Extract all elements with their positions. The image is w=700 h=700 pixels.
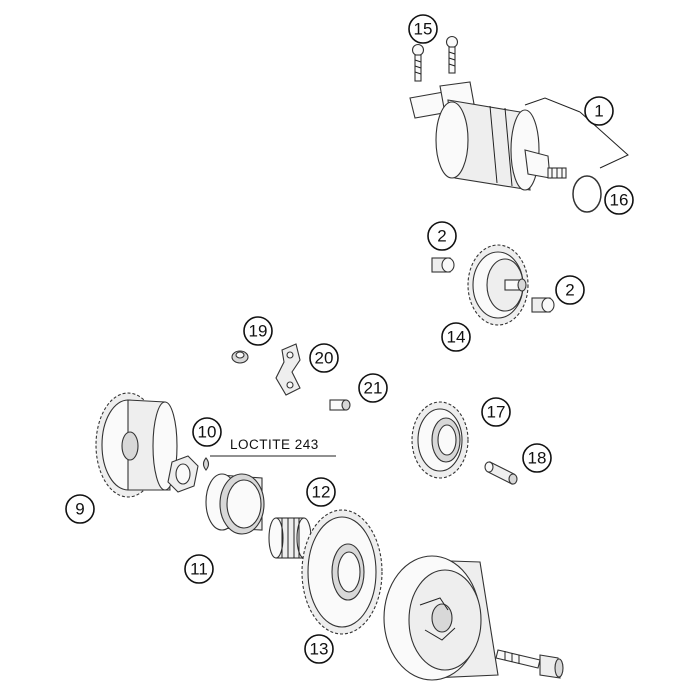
- callout-1-label: 1: [594, 102, 603, 121]
- callout-10: 10: [192, 417, 222, 447]
- callout-18-label: 18: [528, 449, 547, 468]
- starter-motor: [409, 81, 567, 191]
- rotor: [383, 555, 499, 681]
- callout-9-label: 9: [75, 500, 84, 519]
- callout-2a: 2: [427, 221, 457, 251]
- screw-15b: [445, 35, 459, 74]
- callout-21: 21: [358, 373, 388, 403]
- callout-2b-label: 2: [565, 281, 574, 300]
- callout-16: 16: [604, 185, 634, 215]
- freewheel-gear-9: [95, 392, 178, 498]
- callout-17: 17: [481, 397, 511, 427]
- intermediate-gear-14: [467, 244, 529, 326]
- nut-loctite: [167, 455, 199, 493]
- callout-15-label: 15: [414, 20, 433, 39]
- callout-18: 18: [522, 443, 552, 473]
- callout-19-label: 19: [249, 322, 268, 341]
- callout-2b: 2: [555, 275, 585, 305]
- callout-12: 12: [306, 477, 336, 507]
- screw-21: [329, 399, 351, 411]
- callout-20-label: 20: [315, 349, 334, 368]
- callout-13: 13: [304, 634, 334, 664]
- callout-10-label: 10: [198, 423, 217, 442]
- o-ring-16: [572, 175, 602, 213]
- starter-gear-13: [301, 509, 383, 635]
- loctite-drop: [202, 457, 210, 471]
- nut-19: [231, 350, 249, 364]
- callout-9: 9: [65, 494, 95, 524]
- rotor-bolt: [495, 649, 564, 679]
- callout-17-label: 17: [487, 403, 506, 422]
- callout-13-label: 13: [310, 640, 329, 659]
- callout-12-label: 12: [312, 483, 331, 502]
- callout-14-label: 14: [447, 328, 466, 347]
- callout-20: 20: [309, 343, 339, 373]
- pin-18: [484, 461, 518, 485]
- callout-16-label: 16: [610, 191, 629, 210]
- loctite-note: LOCTITE 243: [230, 437, 319, 452]
- callout-15: 15: [408, 14, 438, 44]
- screw-15a: [411, 43, 425, 82]
- gear-17: [411, 401, 469, 479]
- bushing-2a: [431, 257, 455, 273]
- bracket-20: [275, 343, 301, 396]
- callout-21-label: 21: [364, 379, 383, 398]
- callout-11-label: 11: [190, 560, 208, 579]
- callout-11: 11: [184, 554, 214, 584]
- callout-1: 1: [584, 96, 614, 126]
- freewheel-ring-11: [205, 473, 265, 535]
- needle-bearing-12: [268, 517, 312, 559]
- bushing-2b: [531, 297, 555, 313]
- callout-19: 19: [243, 316, 273, 346]
- callout-2a-label: 2: [437, 227, 446, 246]
- callout-14: 14: [441, 322, 471, 352]
